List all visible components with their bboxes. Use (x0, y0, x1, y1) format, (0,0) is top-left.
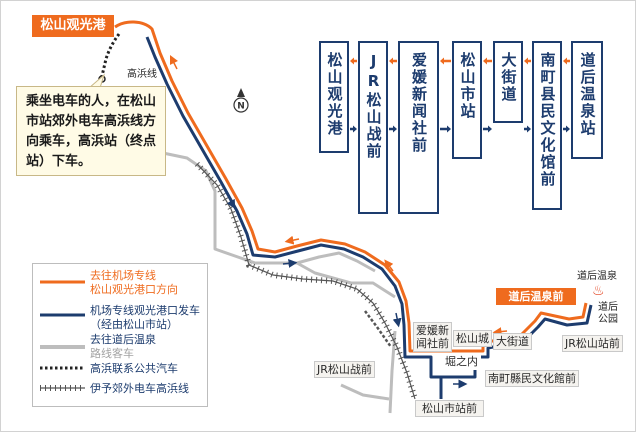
callout-line: 市站郊外电车高浜线方 (26, 114, 157, 129)
direction-arrow-from-port (282, 258, 298, 268)
stop-arrow-to-dogo (389, 125, 397, 133)
takahama-line-label: 高浜线 (127, 69, 157, 80)
okaido-label: 大街道 (493, 333, 532, 350)
jr-matsuyama-label: JR松山战前 (314, 361, 375, 378)
stop-arrow-to-port (483, 57, 492, 65)
bus-road-lines (151, 96, 397, 414)
matsuyamashi-ekimae-label: 松山市站前 (415, 400, 484, 417)
stop-arrow-to-port (350, 57, 357, 65)
stop-box-okaido: 大街道 (493, 41, 523, 123)
bus-road (151, 96, 376, 273)
jr-track (364, 310, 393, 348)
stop-arrow-to-dogo (524, 125, 531, 133)
legend-item-label: 去往机场专线 (90, 269, 156, 282)
stop-name: 松山市站 (458, 52, 477, 120)
jr-matsuyama-ekimae-label: JR松山站前 (562, 335, 623, 352)
railway-track (196, 163, 416, 400)
takahama-bus-link (100, 33, 121, 77)
stop-arrow-to-port (524, 57, 531, 65)
stop-diagram-arrows (350, 57, 570, 133)
stop-name: 南町县民文化馆前 (538, 52, 557, 188)
bus-road (388, 330, 397, 414)
stop-box-dogo-onsen: 道后温泉站 (571, 41, 603, 159)
dogo-park-label: 公园 (598, 314, 618, 325)
stop-box-ehime-shimbun: 爱媛新闻社前 (398, 41, 439, 214)
legend: 去往机场专线 松山观光港口方向 机场专线观光港口发车 （经由松山市站） 去往道后… (32, 263, 208, 407)
stop-name: 爱媛新闻社前 (410, 52, 428, 154)
callout-line: 乘坐电车的人，在松山 (26, 94, 157, 109)
stop-box-jr-matsuyama: JR松山战前 (358, 41, 388, 214)
stop-name: 松山观光港 (325, 52, 344, 137)
dogo-onsen-mae-tag: 道后温泉前 (496, 288, 576, 305)
stop-arrow-to-dogo (563, 125, 570, 133)
north-label: N (237, 102, 245, 112)
stop-arrow-to-dogo (440, 125, 451, 133)
stop-arrow-to-dogo (483, 125, 492, 133)
stop-name: 大街道 (499, 52, 518, 103)
stop-box-matsuyama-port: 松山观光港 (319, 41, 349, 153)
minamimachi-label: 南町縣民文化館前 (485, 370, 579, 387)
legend-item-label: 路线客车 (90, 347, 134, 360)
hot-spring-icon: ♨ (592, 283, 605, 299)
legend-item-label: 机场专线观光港口发车 (90, 304, 200, 317)
ehime-shimbunsha-mae-label: 爱媛新 闻社前 (413, 322, 452, 352)
stop-box-minamimachi: 南町县民文化馆前 (532, 41, 562, 210)
direction-arrow-to-port (384, 259, 394, 272)
callout-line: 向乘车，高浜站（终点 (26, 134, 157, 149)
legend-item-label: 高浜联系公共汽车 (90, 362, 178, 375)
direction-arrow-to-port (284, 235, 300, 245)
legend-item-label: （经由松山市站） (90, 318, 178, 331)
stop-arrow-to-port (440, 57, 451, 65)
callout-line: 站）下车。 (26, 154, 92, 169)
stop-arrow-to-port (389, 57, 397, 65)
dogo-onsen-label: 道后温泉 (577, 271, 617, 282)
direction-arrow-from-port (392, 312, 402, 328)
north-arrow-icon: N (233, 88, 249, 113)
direction-arrows (169, 54, 508, 389)
stop-name: JR松山战前 (364, 52, 383, 160)
legend-item-label: 松山观光港口方向 (90, 283, 178, 296)
matsuyama-castle-label: 松山城 (453, 330, 492, 347)
bus-road (296, 261, 396, 299)
stop-name: 道后温泉站 (578, 52, 597, 137)
label-line: 爱媛新 (416, 324, 449, 337)
stop-arrow-to-port (563, 57, 570, 65)
legend-symbols (40, 280, 85, 391)
port-tag: 松山观光港 (32, 15, 114, 37)
railway-lines (194, 161, 418, 400)
bus-road (340, 383, 390, 401)
direction-arrow-from-port (226, 195, 236, 209)
direction-arrow-to-port (492, 327, 508, 337)
stop-arrow-to-dogo (350, 125, 357, 133)
horinouchi-label: 堀之内 (442, 353, 481, 370)
stop-box-matsuyamashi: 松山市站 (452, 41, 482, 159)
callout-note: 乘坐电车的人，在松山 市站郊外电车高浜线方 向乘车，高浜站（终点 站）下车。 (16, 86, 166, 176)
label-line: 闻社前 (416, 337, 449, 350)
legend-item-label: 去往道后温泉 (90, 333, 156, 346)
direction-arrow-to-port (169, 54, 179, 70)
dogo-park-label: 道后 (598, 302, 618, 313)
legend-item-label: 伊予郊外电车高浜线 (90, 382, 189, 395)
